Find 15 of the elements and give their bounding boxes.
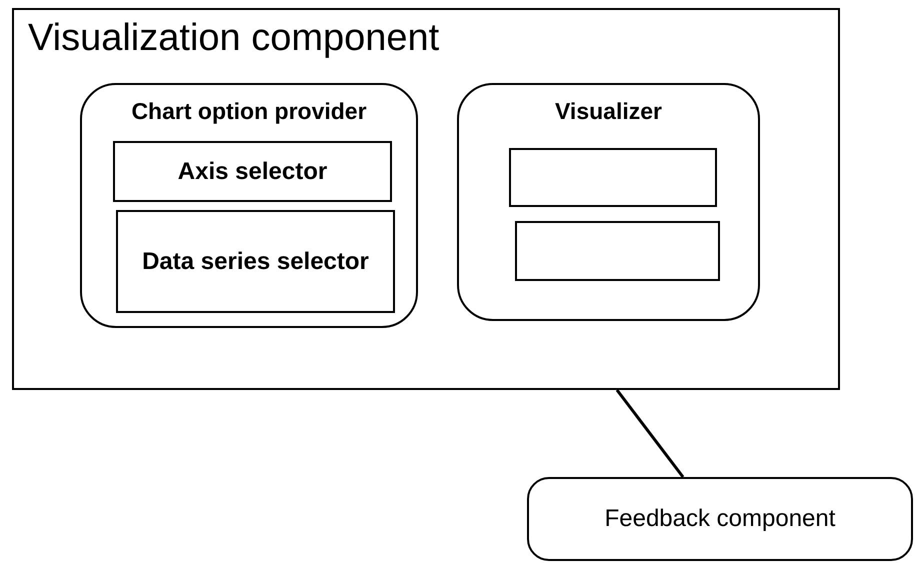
label: Data series selector	[141, 246, 370, 277]
component-frame	[12, 8, 840, 390]
label: Axis selector	[176, 156, 328, 187]
component-box	[527, 477, 913, 561]
empty-box	[515, 221, 720, 281]
module-box	[113, 141, 392, 202]
module-box	[116, 210, 395, 313]
group-panel	[457, 83, 760, 321]
heading: Chart option provider	[130, 97, 368, 126]
group-panel	[80, 83, 418, 328]
label: Feedback component	[604, 504, 836, 534]
heading: Visualization component	[28, 16, 440, 61]
connector-line	[616, 389, 684, 478]
heading: Visualizer	[554, 97, 663, 126]
empty-box	[509, 148, 717, 207]
